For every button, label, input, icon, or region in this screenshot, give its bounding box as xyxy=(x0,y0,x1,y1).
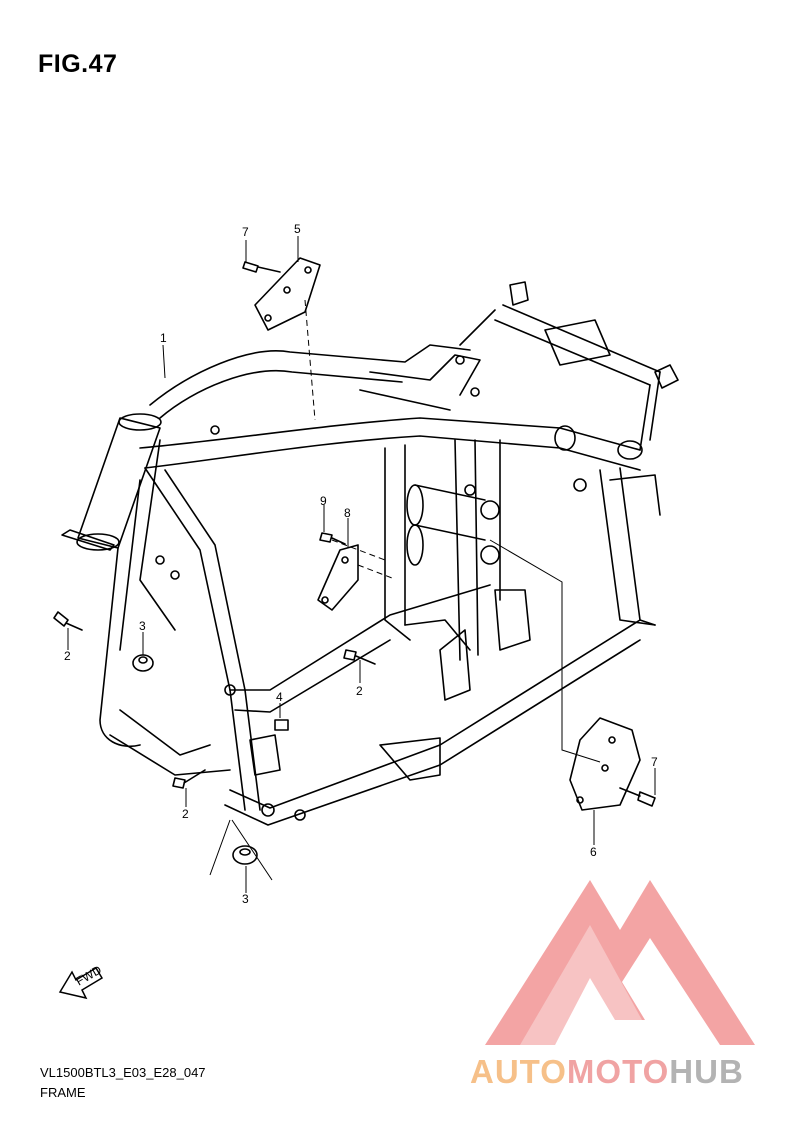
callout-1: 1 xyxy=(160,331,167,345)
watermark-moto: MOTO xyxy=(566,1053,670,1090)
watermark: AUTOMOTOHUB xyxy=(470,870,800,1120)
callout-4: 4 xyxy=(276,690,283,704)
callout-3: 3 xyxy=(139,619,146,633)
watermark-logo-icon xyxy=(485,880,755,1045)
frame-drawing xyxy=(53,257,679,865)
callout-2: 2 xyxy=(182,807,189,821)
leader-lines xyxy=(67,236,656,893)
figure-title: FIG.47 xyxy=(38,50,118,78)
callout-5: 5 xyxy=(294,222,301,236)
callout-7: 7 xyxy=(651,755,658,769)
callout-3: 3 xyxy=(242,892,249,906)
callout-9: 9 xyxy=(320,494,327,508)
watermark-auto: AUTO xyxy=(470,1053,567,1090)
callout-labels: 1 2 2 2 3 3 4 5 6 7 7 8 9 xyxy=(64,222,658,906)
watermark-text: AUTOMOTOHUB xyxy=(470,1053,800,1091)
figure-code: VL1500BTL3_E03_E28_047 xyxy=(40,1065,206,1080)
callout-2: 2 xyxy=(64,649,71,663)
watermark-hub: HUB xyxy=(669,1053,744,1090)
callout-7: 7 xyxy=(242,225,249,239)
callout-2: 2 xyxy=(356,684,363,698)
fwd-arrow: FWD xyxy=(58,963,104,1000)
callout-6: 6 xyxy=(590,845,597,859)
figure-name: FRAME xyxy=(40,1085,86,1100)
callout-8: 8 xyxy=(344,506,351,520)
